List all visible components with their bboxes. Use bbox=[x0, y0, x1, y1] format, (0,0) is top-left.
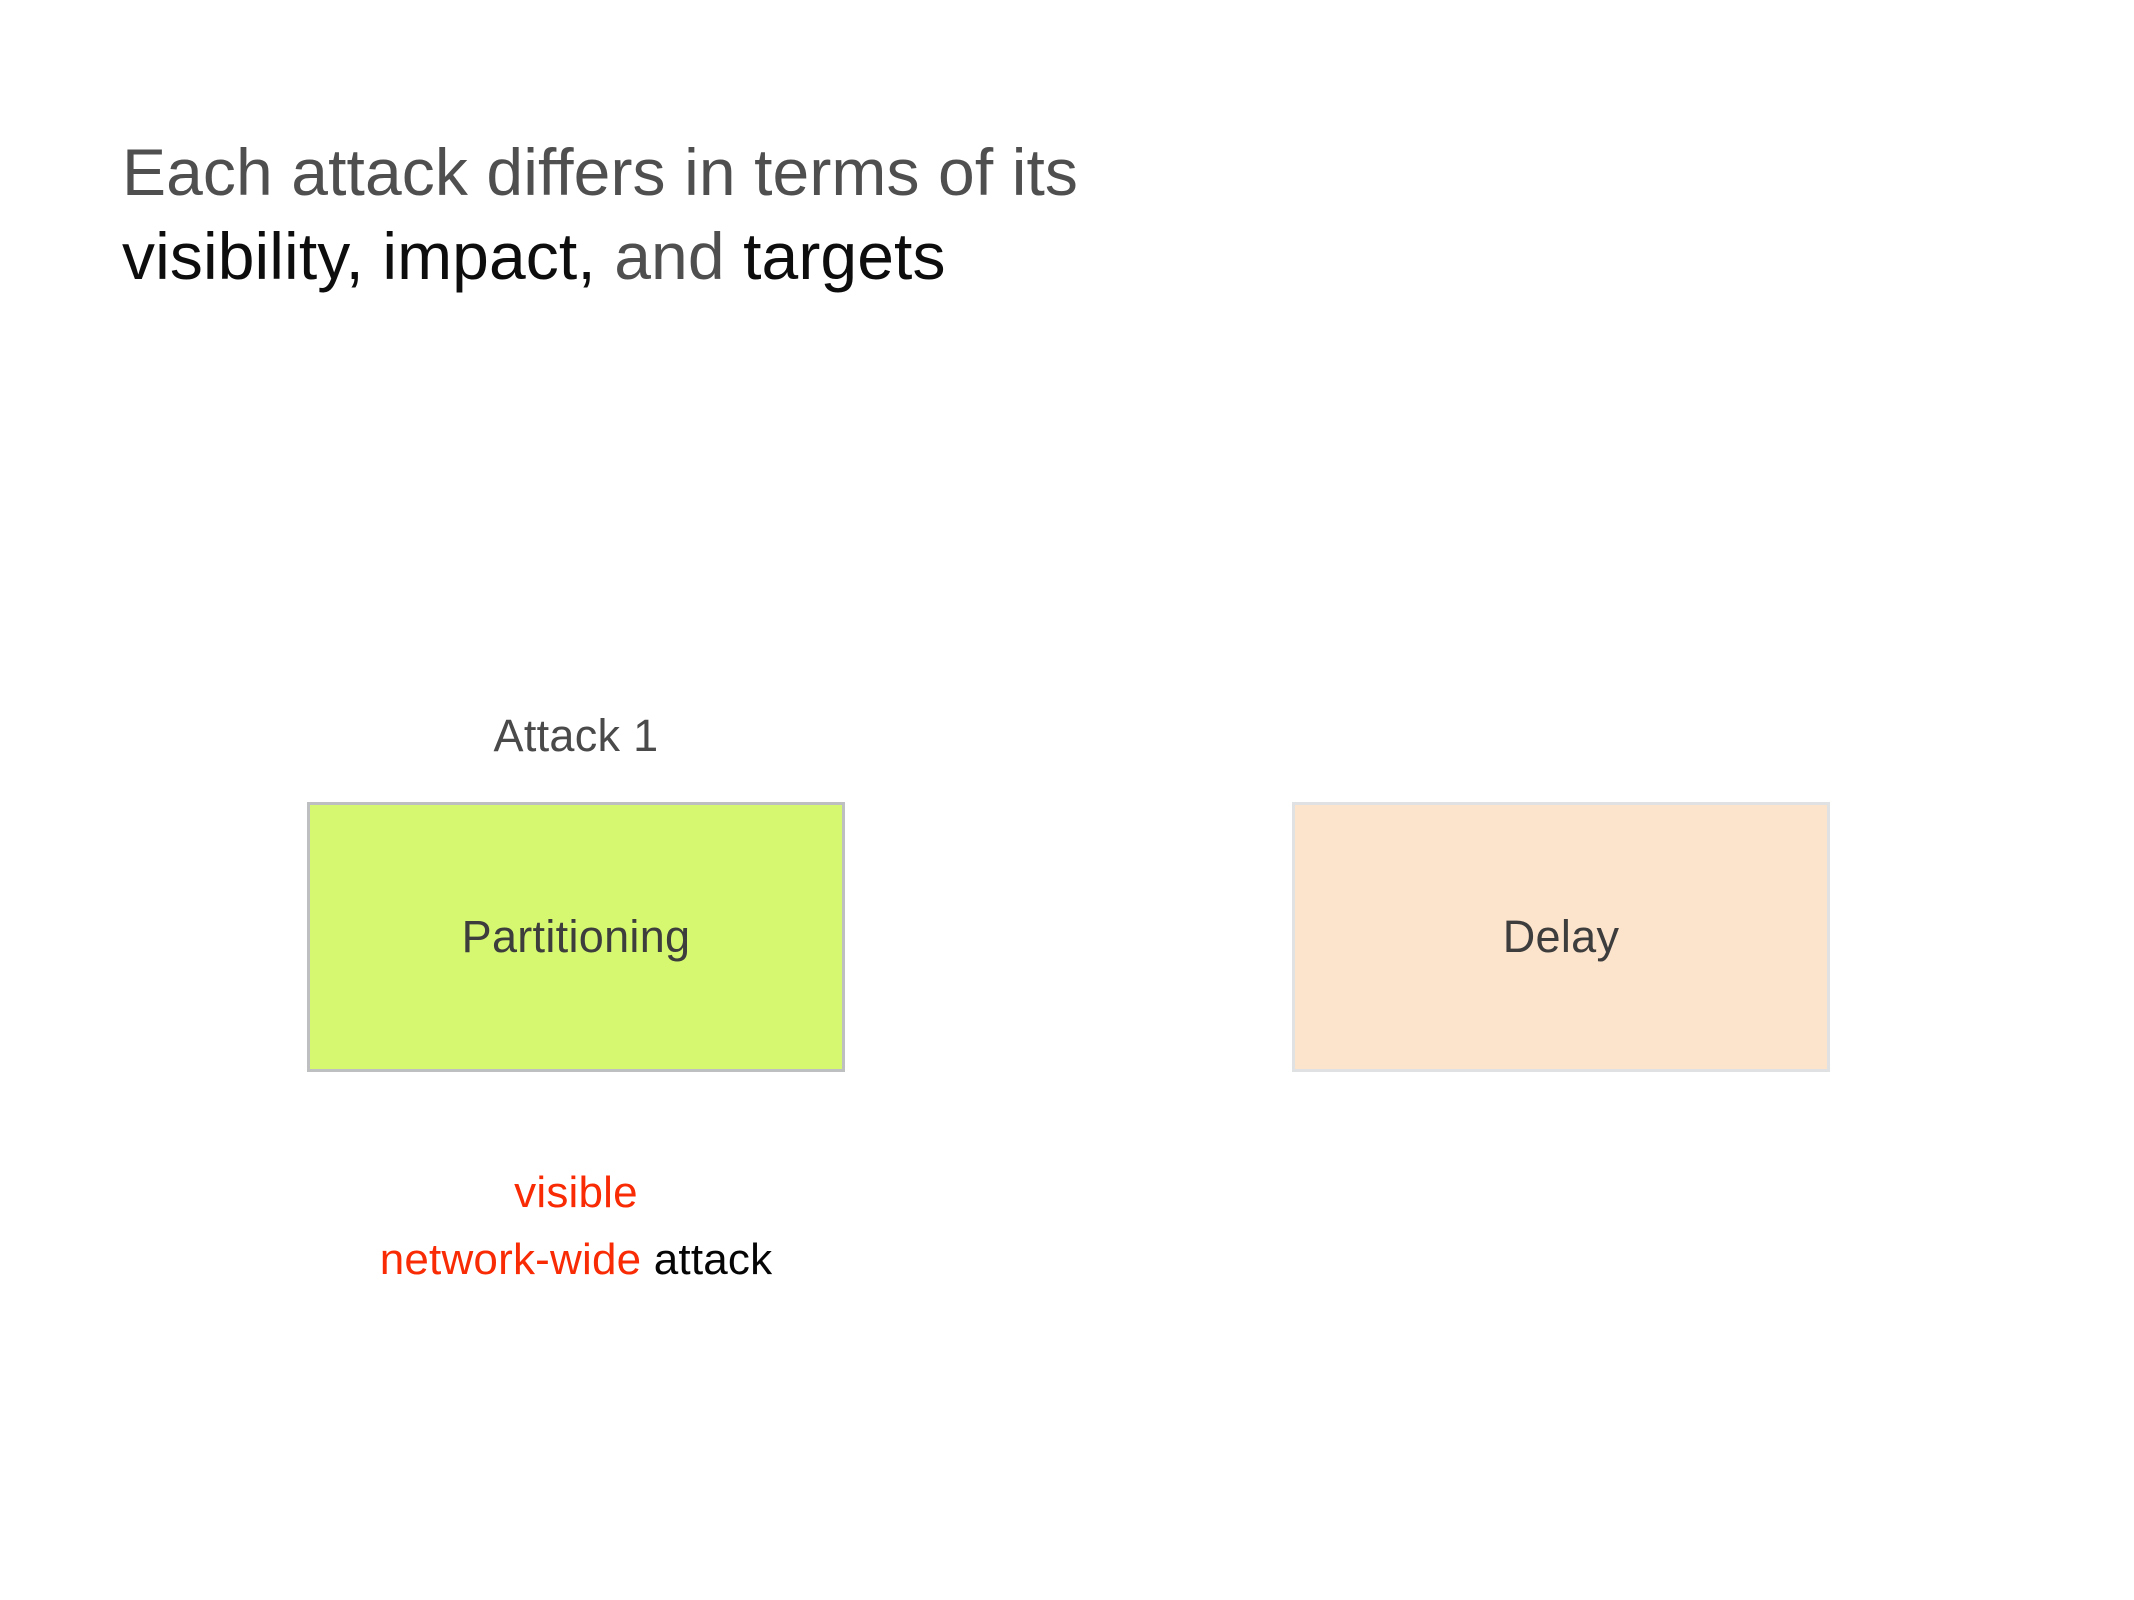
page-title-line-2: visibility, impact, and targets bbox=[122, 214, 1622, 298]
caption-word-attack: attack bbox=[641, 1234, 773, 1284]
attack-caption: visible network-wide attack bbox=[307, 1160, 845, 1294]
caption-line-visibility: visible bbox=[307, 1160, 845, 1227]
caption-line-scope: network-wide attack bbox=[307, 1227, 845, 1294]
caption-word-visible: visible bbox=[514, 1168, 638, 1217]
attack-label: Attack 1 bbox=[493, 710, 659, 761]
title-word-impact: impact, bbox=[363, 219, 596, 294]
page-title-line-1: Each attack differs in terms of its bbox=[122, 135, 1078, 209]
page-title: Each attack differs in terms of its visi… bbox=[122, 130, 1622, 299]
attack-box-delay: Delay bbox=[1292, 802, 1830, 1072]
caption-word-network-wide: network-wide bbox=[379, 1234, 642, 1284]
attack-box-partitioning-label: Partitioning bbox=[461, 911, 691, 962]
title-word-targets: targets bbox=[724, 219, 946, 294]
attack-box-partitioning: Partitioning bbox=[307, 802, 845, 1072]
title-word-and: and bbox=[595, 219, 725, 294]
attack-box-delay-label: Delay bbox=[1502, 911, 1620, 962]
title-word-visibility: visibility, bbox=[122, 219, 364, 294]
